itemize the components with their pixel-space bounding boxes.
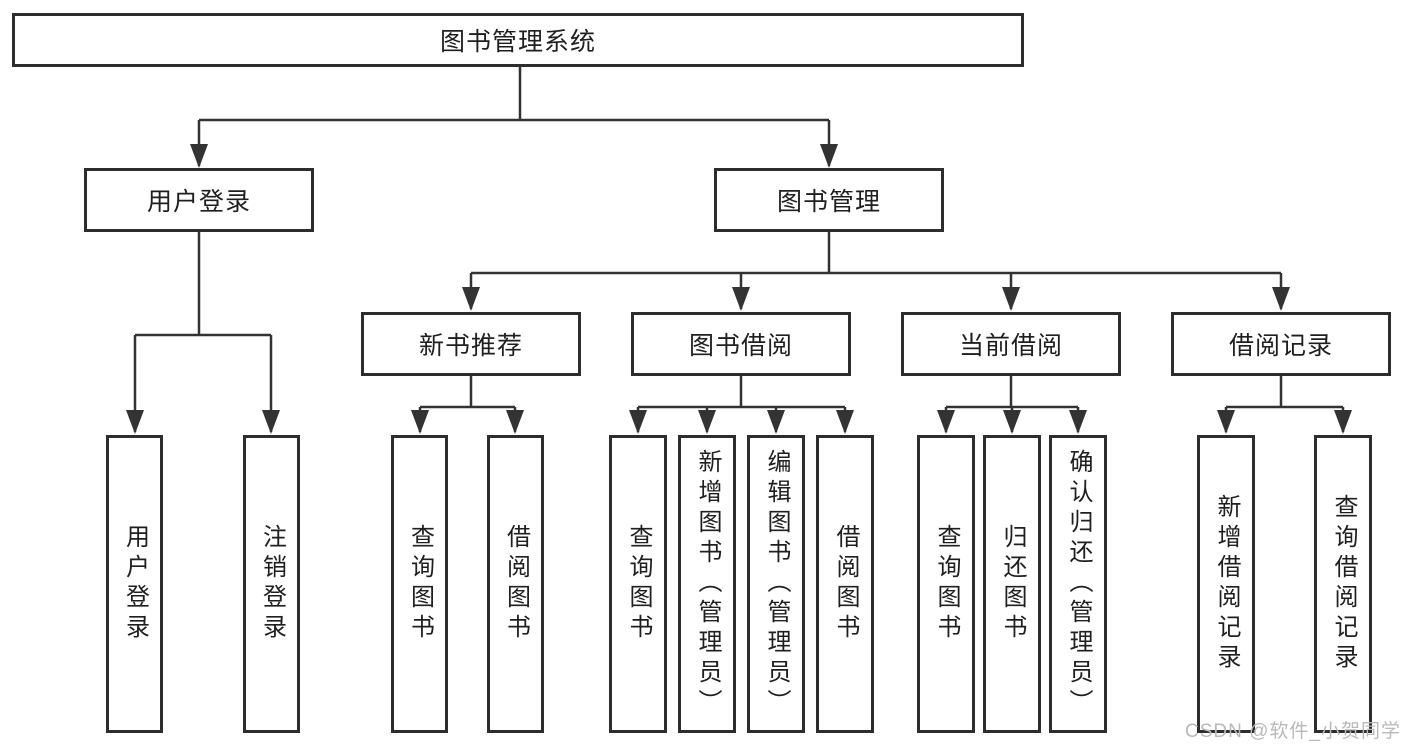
leaf-user-login: 用户登录 xyxy=(106,435,163,733)
node-borrowing-records: 借阅记录 xyxy=(1171,312,1391,376)
leaf-return-book: 归还图书 xyxy=(983,435,1041,733)
node-book-management-label: 图书管理 xyxy=(776,188,881,216)
leaf-query-borrow-record: 查询借阅记录 xyxy=(1314,435,1372,733)
node-book-borrowing-label: 图书借阅 xyxy=(688,332,793,360)
csdn-watermark: CSDN @软件_小贺同学 xyxy=(1185,721,1401,742)
connector-borrowing-records-split xyxy=(1226,376,1343,409)
node-book-borrowing: 图书借阅 xyxy=(631,312,851,376)
leaf-query-books-2-label: 查询图书 xyxy=(625,524,652,644)
leaf-query-borrow-record-label: 查询借阅记录 xyxy=(1330,494,1357,674)
leaf-confirm-return-admin-label: 确认归还（管理员） xyxy=(1065,449,1092,719)
leaf-query-books-3-label: 查询图书 xyxy=(933,524,960,644)
connector-root-split xyxy=(199,67,829,122)
leaf-logout-label: 注销登录 xyxy=(258,524,286,644)
node-root-system: 图书管理系统 xyxy=(12,13,1024,67)
connector-current-borrowing-split xyxy=(946,376,1078,409)
node-new-book-recommend: 新书推荐 xyxy=(361,312,581,376)
leaf-logout: 注销登录 xyxy=(243,435,300,733)
leaf-return-book-label: 归还图书 xyxy=(999,524,1026,644)
node-user-login-label: 用户登录 xyxy=(146,188,251,216)
leaf-borrow-books-2: 借阅图书 xyxy=(816,435,874,733)
node-borrowing-records-label: 借阅记录 xyxy=(1228,332,1333,360)
node-user-login: 用户登录 xyxy=(84,168,314,232)
leaf-add-book-admin-label: 新增图书（管理员） xyxy=(694,449,721,719)
leaf-query-books-1-label: 查询图书 xyxy=(406,524,434,644)
node-new-book-recommend-label: 新书推荐 xyxy=(418,332,523,360)
connector-book-borrowing-split xyxy=(638,376,845,409)
leaf-user-login-label: 用户登录 xyxy=(121,524,149,644)
leaf-borrow-books-2-label: 借阅图书 xyxy=(832,524,859,644)
leaf-add-borrow-record: 新增借阅记录 xyxy=(1197,435,1255,733)
leaf-query-books-2: 查询图书 xyxy=(609,435,667,733)
leaf-borrow-books-1-label: 借阅图书 xyxy=(502,524,530,644)
node-root-system-label: 图书管理系统 xyxy=(439,28,596,56)
leaf-confirm-return-admin: 确认归还（管理员） xyxy=(1049,435,1107,733)
leaf-edit-book-admin: 编辑图书（管理员） xyxy=(747,435,805,733)
leaf-query-books-1: 查询图书 xyxy=(391,435,448,733)
node-current-borrowing-label: 当前借阅 xyxy=(958,332,1063,360)
node-current-borrowing: 当前借阅 xyxy=(901,312,1121,376)
node-book-management: 图书管理 xyxy=(714,168,944,232)
leaf-add-borrow-record-label: 新增借阅记录 xyxy=(1213,494,1240,674)
leaf-add-book-admin: 新增图书（管理员） xyxy=(678,435,736,733)
connector-user-login-split xyxy=(135,232,271,337)
connector-book-management-split xyxy=(471,232,1281,275)
leaf-edit-book-admin-label: 编辑图书（管理员） xyxy=(763,449,790,719)
leaf-borrow-books-1: 借阅图书 xyxy=(487,435,544,733)
connector-new-book-recommend-split xyxy=(420,376,515,409)
leaf-query-books-3: 查询图书 xyxy=(917,435,975,733)
